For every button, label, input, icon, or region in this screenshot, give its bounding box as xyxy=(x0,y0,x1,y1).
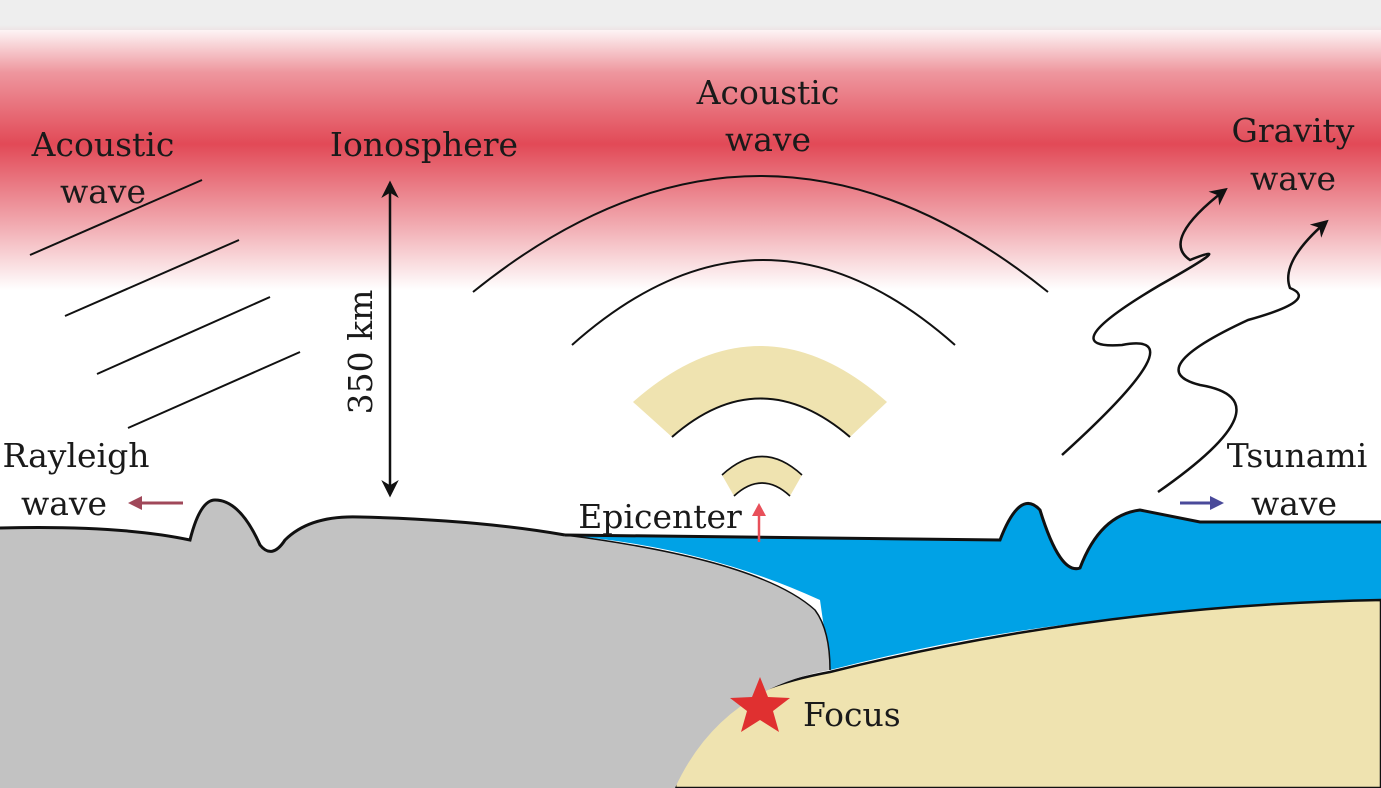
focus-star-icon xyxy=(730,677,790,732)
label-acoustic-top-line1: Acoustic xyxy=(696,73,840,112)
acoustic-line xyxy=(96,296,271,375)
gravity-waves xyxy=(1061,187,1329,494)
acoustic-wave-arcs xyxy=(472,175,1049,497)
label-ionosphere: Ionosphere xyxy=(330,125,518,164)
tsunami-wave-surface xyxy=(564,502,1381,571)
acoustic-wave-lines-left xyxy=(29,179,301,429)
label-acoustic-left-line2: wave xyxy=(60,172,146,211)
label-rayleigh-line2: wave xyxy=(21,484,107,523)
rayleigh-arrow-head xyxy=(128,496,142,510)
label-tsunami-line1: Tsunami xyxy=(1227,436,1368,475)
ionosphere-band xyxy=(0,25,1381,290)
acoustic-line xyxy=(127,351,301,429)
label-gravity-line1: Gravity xyxy=(1232,111,1355,150)
acoustic-line xyxy=(64,239,240,317)
acoustic-arc-middle xyxy=(571,259,956,346)
label-tsunami-line2: wave xyxy=(1251,484,1337,523)
acoustic-arc-small-inner xyxy=(733,482,791,497)
label-gravity-line2: wave xyxy=(1250,159,1336,198)
gravity-wave-left xyxy=(1061,187,1228,456)
ocean xyxy=(560,503,1381,670)
gravity-wave-right xyxy=(1157,219,1329,494)
rayleigh-wave-surface xyxy=(0,498,566,553)
acoustic-arc-small-line xyxy=(721,455,803,476)
acoustic-arc-filled-large xyxy=(633,346,887,437)
continental-land xyxy=(0,500,830,788)
label-epicenter: Epicenter xyxy=(578,497,742,536)
label-acoustic-left-line1: Acoustic xyxy=(31,125,175,164)
acoustic-line xyxy=(29,179,203,256)
label-focus: Focus xyxy=(803,695,901,734)
epicenter-arrow-head xyxy=(752,503,766,516)
acoustic-arc-filled-small xyxy=(722,456,802,496)
tsunami-arrow-head xyxy=(1210,496,1224,510)
label-rayleigh-line1: Rayleigh xyxy=(3,436,150,475)
acoustic-arc-inner-line xyxy=(671,397,851,438)
label-acoustic-top-line2: wave xyxy=(725,120,811,159)
label-height: 350 km xyxy=(341,290,380,415)
acoustic-arc-outer xyxy=(472,175,1049,293)
subduction-edge xyxy=(564,534,831,671)
